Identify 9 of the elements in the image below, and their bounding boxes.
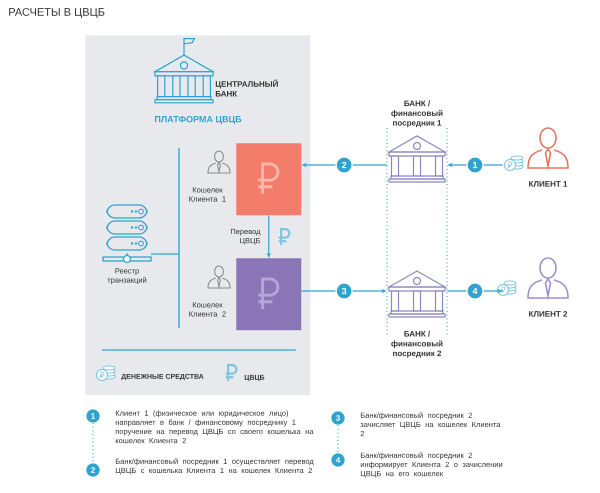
client-label: КЛИЕНТ 1 — [529, 181, 568, 187]
client-label: КЛИЕНТ 2 — [529, 311, 568, 317]
title: РАСЧЕТЫ В ЦВЦБ — [9, 8, 104, 18]
step-number: 3 — [331, 411, 345, 425]
bank-label: БАНК / финансовый посредник 1 — [391, 100, 442, 128]
step-number: 1 — [86, 409, 100, 423]
bank-label: БАНК / финансовый посредник 2 — [391, 330, 442, 358]
step-number: 2 — [86, 463, 100, 477]
step-number: 4 — [331, 453, 345, 467]
